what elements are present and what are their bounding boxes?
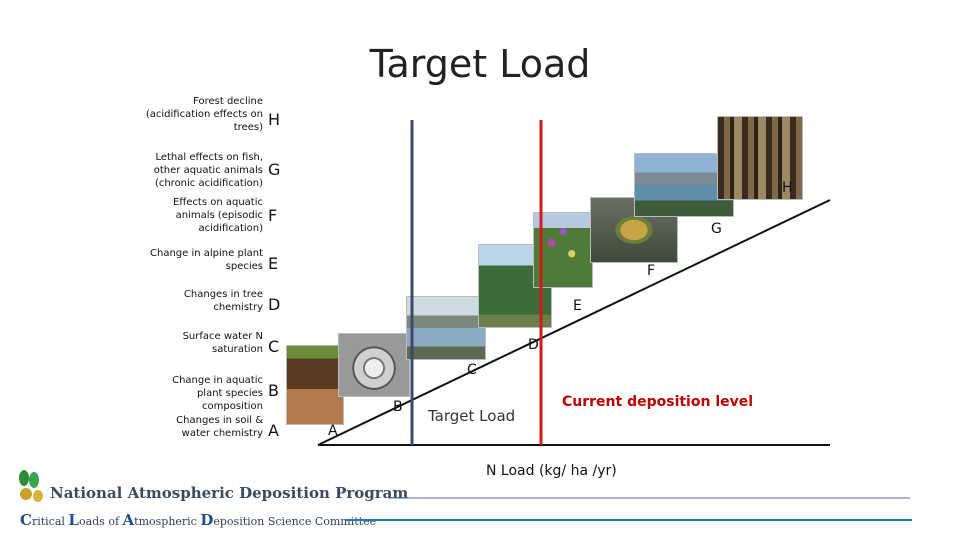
curve-point-f: F bbox=[647, 263, 656, 279]
committee-cap-a: A bbox=[122, 511, 135, 529]
target-load-label: Target Load bbox=[428, 407, 516, 425]
level-letter-a: A bbox=[268, 421, 279, 440]
alpine-flowers-photo bbox=[533, 212, 593, 288]
level-desc-f: Effects on aquatic animals (episodic aci… bbox=[173, 197, 263, 234]
level-letter-g: G bbox=[268, 160, 281, 179]
page-title: Target Load bbox=[369, 42, 591, 86]
level-desc-c: Surface water N saturation bbox=[182, 331, 263, 355]
diatom-photo bbox=[338, 333, 410, 397]
wheat-leaf-icon bbox=[19, 470, 43, 502]
level-desc-h: Forest decline (acidification effects on… bbox=[145, 96, 263, 133]
level-letter-b: B bbox=[268, 381, 279, 400]
committee-text-2: oads of bbox=[78, 515, 123, 528]
committee-text-3: tmospheric bbox=[134, 515, 201, 528]
committee-text-1: ritical bbox=[31, 515, 69, 528]
level-desc-a: Changes in soil & water chemistry bbox=[176, 415, 263, 439]
load-curve bbox=[317, 199, 831, 446]
tree-trunks-photo bbox=[717, 116, 803, 200]
curve-point-d: D bbox=[528, 337, 539, 353]
org-name: National Atmospheric Deposition Program bbox=[50, 484, 409, 502]
curve-point-b: B bbox=[393, 399, 403, 415]
curve-point-g: G bbox=[711, 221, 722, 237]
committee-name: Critical Loads of Atmospheric Deposition… bbox=[20, 511, 376, 529]
level-letter-f: F bbox=[268, 206, 278, 225]
soil-profile-photo bbox=[286, 345, 344, 425]
committee-cap-c: C bbox=[20, 511, 32, 529]
level-desc-d: Changes in tree chemistry bbox=[183, 289, 263, 313]
level-desc-g: Lethal effects on fish, other aquatic an… bbox=[153, 152, 263, 189]
x-axis-label: N Load (kg/ ha /yr) bbox=[486, 463, 617, 479]
current-deposition-label: Current deposition level bbox=[562, 394, 754, 410]
curve-point-e: E bbox=[573, 298, 582, 314]
level-letter-e: E bbox=[268, 254, 279, 273]
committee-cap-l: L bbox=[68, 511, 79, 529]
lake-photo bbox=[406, 296, 486, 360]
level-desc-b: Change in aquatic plant species composit… bbox=[172, 375, 263, 412]
level-desc-e: Change in alpine plant species bbox=[150, 248, 263, 272]
curve-point-c: C bbox=[467, 362, 477, 378]
curve-point-a: A bbox=[328, 423, 338, 439]
committee-cap-d: D bbox=[200, 511, 214, 529]
level-letter-d: D bbox=[268, 295, 281, 314]
committee-text-4: eposition Science Committee bbox=[213, 515, 377, 528]
nadp-logo: National Atmospheric Deposition Program … bbox=[14, 466, 408, 536]
curve-point-h: H bbox=[782, 180, 793, 196]
level-letter-c: C bbox=[268, 337, 280, 356]
level-letter-h: H bbox=[268, 110, 281, 129]
